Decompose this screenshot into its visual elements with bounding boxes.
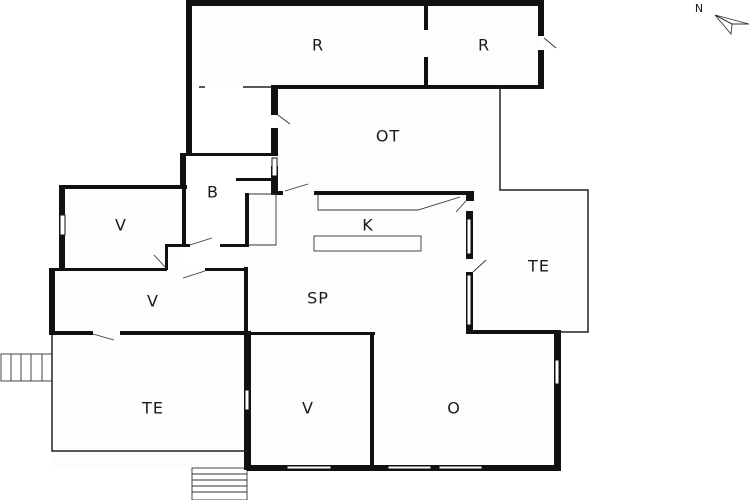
kitchen-fixtures [249,193,461,252]
floor-areas [52,3,588,468]
room-label-v2: V [147,292,159,311]
room-labels: R R OT B V K TE V SP TE V O [115,36,550,418]
room-label-k: K [362,216,374,235]
compass: N [695,2,750,36]
room-label-te1: TE [527,257,550,276]
room-label-b: B [207,183,219,202]
room-label-te2: TE [141,399,164,418]
room-label-ot: OT [376,127,400,146]
room-label-r2: R [478,36,490,55]
room-label-sp: SP [307,289,329,308]
room-label-o: O [447,399,461,418]
terrace-outlines [51,87,589,452]
room-label-v1: V [115,216,127,235]
stairs-south [191,467,248,500]
room-label-v3: V [302,399,314,418]
windows [59,157,560,470]
room-label-r1: R [312,36,324,55]
north-arrow-icon [714,14,750,36]
north-label: N [695,2,703,15]
stairs-west [0,353,53,382]
doors [92,37,557,341]
